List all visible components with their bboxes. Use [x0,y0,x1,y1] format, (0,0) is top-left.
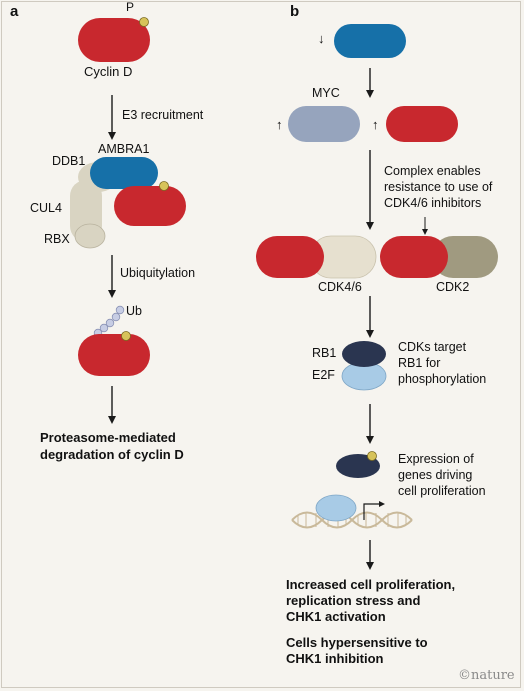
nature-logo: ©nature [458,668,515,683]
cul4-label: CUL4 [30,201,62,215]
target-note-line-1: CDKs target [398,340,467,354]
step-e3-recruitment: E3 recruitment [122,108,204,122]
panel-a-label: a [10,3,19,20]
expression-note-line-2: genes driving [398,468,473,482]
ambra1-protein [90,157,158,189]
rb1-phosphorylated [336,454,380,478]
complex-note-line-2: resistance to use of [384,180,493,194]
rbx-domain [74,223,106,249]
step-ubiquitylation: Ubiquitylation [120,266,196,280]
myc-label: MYC [312,86,340,100]
rb1-label: RB1 [312,346,337,360]
down-arrow-icon: ↓ [318,31,325,46]
cyclin-d-low [334,24,406,58]
cdk2-protein [432,236,498,278]
outcome-line-3: CHK1 activation [286,609,386,624]
e2f-label: E2F [312,368,335,382]
degradation-line-2: degradation of cyclin D [40,447,184,462]
cyclin-d-ubiquitylated [78,334,150,376]
cyclin-d-top [78,18,150,62]
complex-note-line-1: Complex enables [384,164,481,178]
ub-bead-icon [105,318,115,328]
outcome-line-1: Increased cell proliferation, [286,577,456,592]
ambra1-label: AMBRA1 [98,142,150,156]
phosphate-label: P [126,0,135,14]
outcome-line-4: Cells hypersensitive to [286,635,428,650]
phosphate-icon-bound [159,181,169,191]
e2f-on-dna [315,494,357,522]
phosphate-icon [139,17,149,27]
expression-note-line-1: Expression of [398,452,474,466]
expression-note-line-3: cell proliferation [398,484,486,498]
transcription-arrow [363,501,385,520]
outcome-line-2: replication stress and [286,593,421,608]
outcome-line-5: CHK1 inhibition [286,651,384,666]
target-note-line-2: RB1 for [398,356,441,370]
up-arrow-icon: ↑ [276,117,283,132]
ub-label: Ub [126,304,142,318]
phosphate-icon-rb1 [367,451,377,461]
degradation-line-1: Proteasome-mediated [40,430,176,445]
phosphate-icon-ub [121,331,131,341]
ub-bead-icon [99,323,109,333]
target-note-line-3: phosphorylation [398,372,487,386]
ddb1-label: DDB1 [52,154,86,168]
cyclin-d-high [386,106,458,142]
up-arrow-icon: ↑ [372,117,379,132]
rb1-protein [342,341,386,367]
cyclin-d-label: Cyclin D [84,64,133,79]
ub-bead-icon [115,305,125,315]
rbx-label: RBX [44,232,70,246]
panel-b-label: b [290,3,300,20]
complex-note-line-3: CDK4/6 inhibitors [384,196,482,210]
cyclin-d-bound [114,186,186,226]
cyclin-d-cdk46 [256,236,324,278]
cyclin-d-cdk2 [380,236,448,278]
cdk46-label: CDK4/6 [318,280,362,294]
ub-bead-icon [111,312,121,322]
dna-strand [291,511,413,529]
myc-protein [288,106,360,142]
cdk2-label: CDK2 [436,280,470,294]
